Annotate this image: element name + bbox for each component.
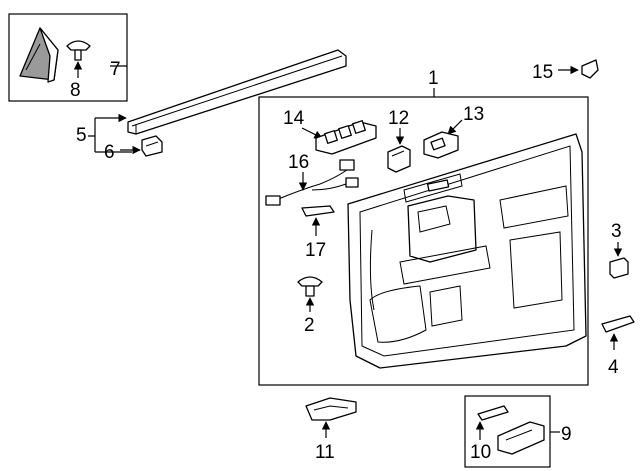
- callout-3: 3: [611, 221, 622, 242]
- door-trim-panel[interactable]: [347, 133, 587, 369]
- callout-12: 12: [388, 108, 409, 129]
- callout-2: 2: [304, 315, 315, 336]
- callout-6: 6: [104, 142, 115, 163]
- part-10-screw[interactable]: [477, 405, 509, 421]
- part-7-mirror-cover[interactable]: [19, 27, 59, 83]
- part-4-retainer[interactable]: [601, 315, 635, 333]
- leader-5-bracket: [88, 118, 96, 152]
- callout-14: 14: [283, 108, 305, 129]
- callout-17: 17: [305, 240, 326, 261]
- callout-10: 10: [470, 442, 491, 463]
- part-2-clip[interactable]: [297, 276, 323, 297]
- callout-7: 7: [110, 59, 121, 80]
- callout-8: 8: [70, 80, 81, 101]
- part-8-clip[interactable]: [66, 40, 91, 61]
- part-9-armrest-base[interactable]: [497, 421, 545, 455]
- callout-11: 11: [315, 442, 335, 463]
- callout-16: 16: [288, 152, 309, 173]
- part-14-master-switch[interactable]: [315, 120, 377, 155]
- callout-9: 9: [561, 424, 572, 445]
- leader-13: [447, 119, 463, 135]
- leader-14: [301, 127, 323, 139]
- callout-13: 13: [463, 104, 484, 125]
- part-12-switch[interactable]: [387, 145, 411, 173]
- callout-5: 5: [76, 125, 87, 146]
- part-6-clip[interactable]: [141, 135, 163, 157]
- part-16-wire-harness[interactable]: [265, 159, 359, 206]
- part-15-cap[interactable]: [581, 59, 599, 79]
- part-13-switch[interactable]: [423, 131, 459, 159]
- group-box-7-8: [8, 13, 128, 102]
- part-17-insert[interactable]: [301, 205, 335, 217]
- part-11-handle-bezel[interactable]: [305, 397, 357, 421]
- part-3-clip[interactable]: [609, 257, 629, 279]
- callout-15: 15: [532, 62, 553, 83]
- main-box-1: [258, 96, 589, 386]
- callout-1: 1: [428, 68, 439, 89]
- part-5-belt-moulding[interactable]: [127, 49, 347, 135]
- callout-4: 4: [608, 357, 619, 378]
